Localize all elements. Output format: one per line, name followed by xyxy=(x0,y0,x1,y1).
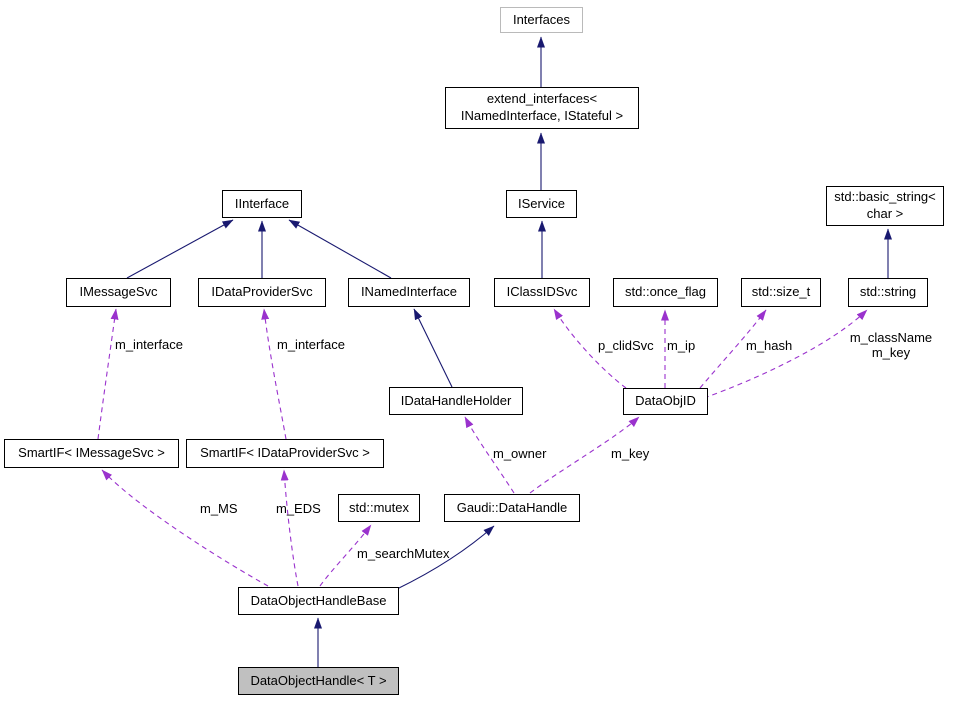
node-label: IDataProviderSvc xyxy=(211,284,313,300)
inheritance-edge-idatahandleholder-to-inamedinterface xyxy=(413,308,453,388)
node-interfaces[interactable]: Interfaces xyxy=(500,7,583,33)
edge-label-line1: m_className xyxy=(849,330,933,345)
node-label: DataObjectHandleBase xyxy=(250,592,387,608)
node-smartif-imessagesvc[interactable]: SmartIF< IMessageSvc > xyxy=(4,439,179,468)
node-label: IService xyxy=(518,195,565,211)
usage-edge-dataobjecthandlebase-to-mutex xyxy=(319,524,372,587)
edge-label-m-classname-m-key: m_className m_key xyxy=(845,330,937,361)
node-label: std::size_t xyxy=(751,284,811,300)
node-std-string[interactable]: std::string xyxy=(848,278,928,307)
node-label: std::mutex xyxy=(349,499,409,515)
node-gaudi-datahandle[interactable]: Gaudi::DataHandle xyxy=(444,494,580,522)
node-label-line1: extend_interfaces< xyxy=(486,91,598,107)
node-label: IDataHandleHolder xyxy=(400,392,512,408)
node-label: SmartIF< IMessageSvc > xyxy=(18,445,165,461)
node-smartif-idataprovidersvc[interactable]: SmartIF< IDataProviderSvc > xyxy=(186,439,384,468)
node-std-mutex[interactable]: std::mutex xyxy=(338,494,420,522)
usage-edge-dataobjecthandlebase-to-smartif-imessagesvc xyxy=(101,469,269,587)
node-std-once-flag[interactable]: std::once_flag xyxy=(613,278,718,307)
node-iclassidsvc[interactable]: IClassIDSvc xyxy=(494,278,590,307)
usage-edge-dataobjid-to-string xyxy=(703,309,868,399)
node-label: IMessageSvc xyxy=(79,284,158,300)
node-label: IInterface xyxy=(234,195,290,211)
node-label: std::string xyxy=(859,284,917,300)
usage-edge-dataobjid-to-iclassidsvc xyxy=(553,308,627,389)
edge-label-p-clidsvc: p_clidSvc xyxy=(598,338,654,353)
node-std-size-t[interactable]: std::size_t xyxy=(741,278,821,307)
inheritance-edge-dataobjecthandlebase-to-gaudi-datahandle xyxy=(396,525,495,590)
edge-label-m-hash: m_hash xyxy=(746,338,793,353)
edge-label-m-interface-ms: m_interface xyxy=(115,337,183,352)
node-idataprovidersvc[interactable]: IDataProviderSvc xyxy=(198,278,326,307)
node-inamedinterface[interactable]: INamedInterface xyxy=(348,278,470,307)
usage-edge-dataobjid-to-size-t xyxy=(699,309,767,389)
node-dataobjid[interactable]: DataObjID xyxy=(623,388,708,415)
node-imessagesvc[interactable]: IMessageSvc xyxy=(66,278,171,307)
usage-edge-gaudi-datahandle-to-idatahandleholder xyxy=(464,416,515,494)
edge-label-line2: m_key xyxy=(871,344,911,360)
node-iservice[interactable]: IService xyxy=(506,190,577,218)
node-label: DataObjID xyxy=(635,393,696,409)
node-iinterface[interactable]: IInterface xyxy=(222,190,302,218)
node-label-line1: std::basic_string< xyxy=(834,189,936,205)
node-label: Interfaces xyxy=(512,11,571,27)
node-dataobjecthandlebase[interactable]: DataObjectHandleBase xyxy=(238,587,399,615)
inheritance-edge-inamedinterface-to-iinterface xyxy=(288,219,392,279)
node-label: INamedInterface xyxy=(360,284,458,300)
node-std-basic-string[interactable]: std::basic_string< char > xyxy=(826,186,944,226)
node-dataobjecthandle-t[interactable]: DataObjectHandle< T > xyxy=(238,667,399,695)
edge-label-m-eds: m_EDS xyxy=(276,501,321,516)
edge-label-m-key: m_key xyxy=(611,446,650,461)
edge-label-m-ip: m_ip xyxy=(667,338,696,353)
edge-label-m-ms: m_MS xyxy=(200,501,238,516)
node-label: SmartIF< IDataProviderSvc > xyxy=(200,445,370,461)
usage-edge-gaudi-datahandle-to-dataobjid xyxy=(529,416,640,494)
node-label: Gaudi::DataHandle xyxy=(456,499,568,515)
edge-label-m-interface-eds: m_interface xyxy=(277,337,345,352)
edge-label-m-searchmutex: m_searchMutex xyxy=(357,546,450,561)
usage-edge-smartif-idataprovidersvc-to-idataprovidersvc xyxy=(261,308,287,440)
edge-label-m-owner: m_owner xyxy=(493,446,547,461)
inheritance-edge-imessagesvc-to-iinterface xyxy=(126,219,234,279)
usage-edge-smartif-imessagesvc-to-imessagesvc xyxy=(97,308,119,440)
node-label: DataObjectHandle< T > xyxy=(250,672,387,688)
usage-edge-dataobjecthandlebase-to-smartif-idataprovidersvc xyxy=(280,469,299,587)
node-label-line2: char > xyxy=(866,206,904,221)
node-label-line2: INamedInterface, IStateful > xyxy=(460,108,624,123)
node-label: IClassIDSvc xyxy=(506,284,578,300)
node-idatahandleholder[interactable]: IDataHandleHolder xyxy=(389,387,523,415)
node-extend-interfaces[interactable]: extend_interfaces< INamedInterface, ISta… xyxy=(445,87,639,129)
node-label: std::once_flag xyxy=(625,284,706,300)
